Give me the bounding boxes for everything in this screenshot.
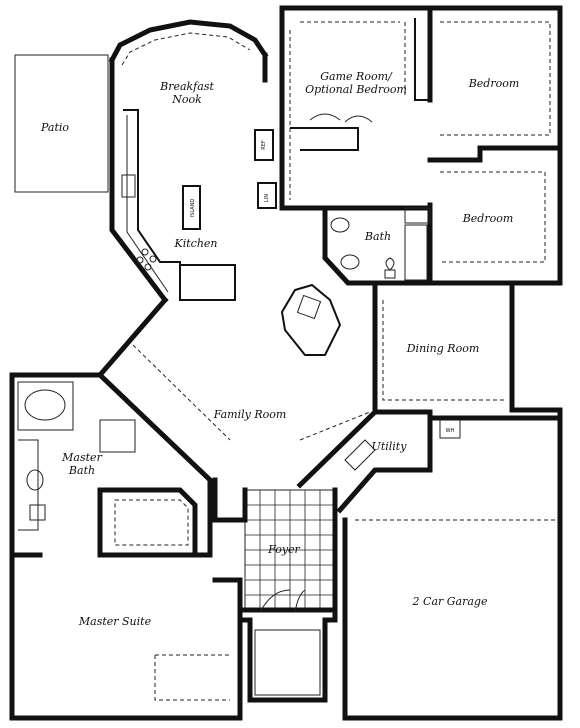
- utility-counter: [344, 439, 376, 471]
- master-tub: [24, 389, 66, 421]
- utility-wall: [296, 409, 433, 514]
- foyer-entry: [237, 617, 338, 703]
- bath-label: Bath: [364, 230, 391, 243]
- game-room-label-2: Optional Bedroom: [305, 83, 407, 96]
- stove-burner: [144, 263, 152, 271]
- master-sink: [26, 469, 44, 491]
- stove-burner: [149, 255, 157, 263]
- foyer-wall: [212, 477, 338, 623]
- kitchen-west-wall: [109, 57, 169, 304]
- front-door-swing: [259, 589, 306, 613]
- fireplace: [280, 283, 342, 356]
- dining-room-label: Dining Room: [406, 342, 480, 355]
- dining-room-dash: [382, 300, 505, 401]
- master-toilet: [29, 504, 46, 521]
- master-suite-wall: [9, 552, 243, 721]
- master-tub-frame: [17, 381, 74, 431]
- island-label: ISLAND: [190, 199, 196, 218]
- sink: [121, 174, 136, 198]
- kitchen-counter-inner: [126, 115, 169, 293]
- toilet: [384, 257, 396, 279]
- kitchen-label: Kitchen: [174, 237, 218, 250]
- bath-sink: [330, 217, 350, 233]
- bath-wall: [322, 202, 433, 286]
- game-room-inner-dash: [289, 21, 406, 200]
- breakfast-bay-inner: [121, 32, 251, 66]
- master-bath-label-1: Master: [61, 451, 102, 464]
- lower-bedroom-dash: [440, 171, 546, 263]
- garage-wall: [342, 415, 563, 721]
- bedroom-upper-label: Bedroom: [468, 77, 520, 90]
- bath-linen: [404, 207, 431, 224]
- kitchen-island: [182, 185, 201, 230]
- foyer-label: Foyer: [267, 543, 300, 556]
- linen-label: LIN: [264, 194, 270, 202]
- master-bath-wall: [9, 372, 213, 558]
- master-shower: [99, 419, 136, 453]
- porch: [254, 629, 321, 696]
- family-room-west-wall: [9, 296, 169, 721]
- breakfast-nook-label-1: Breakfast: [159, 80, 214, 93]
- closet-wall: [414, 18, 430, 101]
- stove-burner: [136, 256, 144, 264]
- bathtub: [404, 224, 428, 281]
- family-room-dash-diagonal: [132, 344, 371, 441]
- master-bath-vanity: [18, 439, 39, 531]
- patio-slab: [14, 54, 109, 193]
- master-suite-label: Master Suite: [78, 615, 152, 628]
- refrigerator: [254, 129, 274, 161]
- game-room-label-1: Game Room/: [320, 70, 393, 83]
- master-closet-dash: [114, 499, 189, 546]
- linen-closet: [257, 182, 277, 209]
- game-room-door-swing: [309, 113, 373, 123]
- game-room-wall: [262, 5, 563, 286]
- patio-label: Patio: [40, 121, 69, 134]
- water-heater-label: WH: [446, 428, 455, 434]
- breakfast-bay-wall: [108, 19, 269, 64]
- fireplace-hearth: [296, 294, 322, 320]
- breakfast-nook-label-2: Nook: [171, 93, 202, 106]
- dining-room-wall: [372, 280, 563, 418]
- master-bath-label-2: Bath: [68, 464, 95, 477]
- master-suite-dash: [154, 654, 230, 701]
- game-room-closet: [290, 127, 359, 151]
- bath-sink: [340, 254, 360, 270]
- stove-burner: [141, 248, 149, 256]
- garage-label: 2 Car Garage: [412, 595, 488, 608]
- master-closet-wall: [97, 487, 198, 558]
- utility-label: Utility: [372, 440, 408, 453]
- bedroom-partition-wall: [427, 5, 563, 163]
- kitchen-counter: [123, 109, 236, 301]
- bedroom-lower-label: Bedroom: [462, 212, 514, 225]
- family-room-label: Family Room: [213, 408, 287, 421]
- refrigerator-label: REF: [261, 140, 267, 150]
